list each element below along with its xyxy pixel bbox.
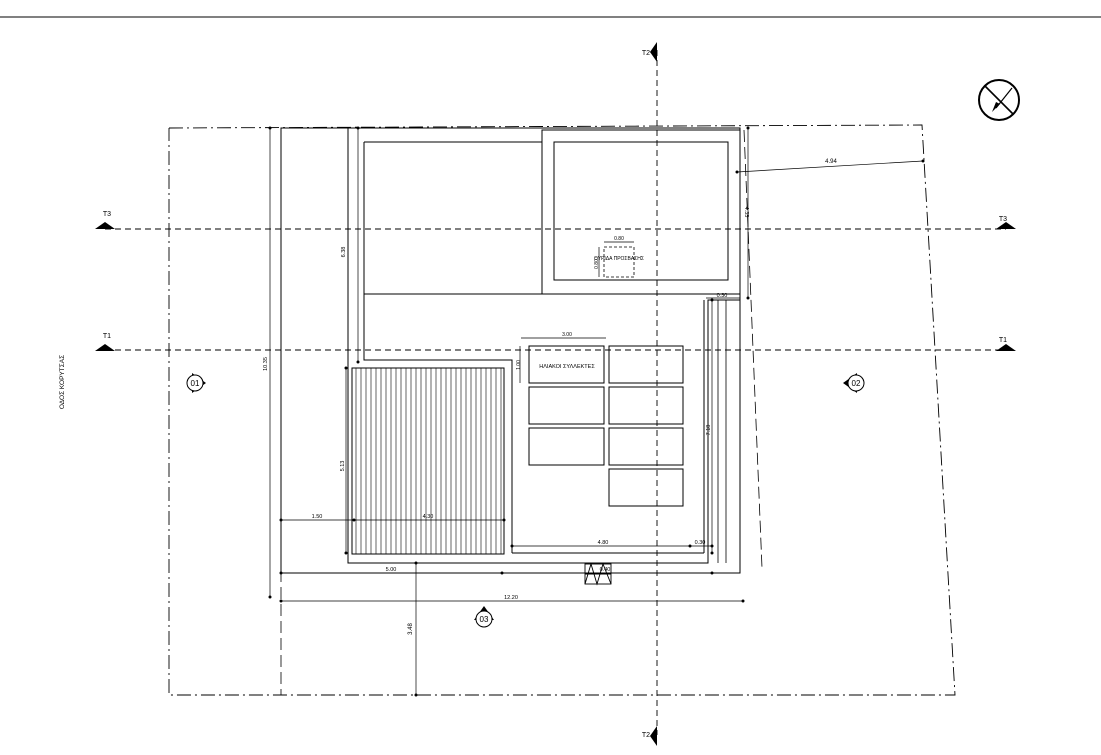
stair-symbol-icon	[584, 562, 612, 586]
access-hatch	[603, 246, 635, 278]
section-label-t1-right: T1	[999, 337, 1007, 344]
section-marker-t2-bottom	[650, 726, 657, 746]
elevation-marker-03: 03	[474, 606, 494, 628]
access-hatch-label: ΘΥΡΙΔΑ ΠΡΟΣΒΑΣΗΣ	[594, 256, 644, 262]
dimension-ticks	[268, 126, 925, 697]
solar-panels	[528, 345, 684, 507]
roof-raised-block-inner	[553, 141, 729, 281]
section-label-t1-left: T1	[103, 333, 111, 340]
solar-width-dim: 3.00	[562, 332, 572, 338]
section-label-t2-bottom: T2	[642, 732, 650, 739]
solar-height-dim: 1.00	[516, 360, 522, 370]
dim-12-20: 12.20	[504, 595, 518, 601]
hatch-width-dim: 0.80	[614, 236, 624, 242]
dim-6-38: 6.38	[341, 247, 347, 258]
elevation-marker-01: 01	[186, 373, 206, 393]
svg-text:01: 01	[191, 379, 200, 388]
roof-raised-block	[541, 129, 741, 295]
dim-5-00: 5.00	[386, 567, 397, 573]
roof-upper-inner	[364, 141, 543, 295]
setback-line-right	[743, 129, 763, 569]
solar-panels-label: ΗΛΙΑΚΟΙ ΣΥΛΛΕΚΤΕΣ	[539, 364, 595, 370]
section-label-t2-top: T2	[642, 50, 650, 57]
section-marker-t3-right	[996, 222, 1016, 229]
dim-4-80: 4.80	[598, 540, 609, 546]
pergola-hatching	[355, 368, 502, 554]
section-marker-t2-top	[650, 42, 657, 62]
dim-4-94: 4.94	[825, 159, 837, 165]
dimension-lines	[269, 128, 924, 695]
dim-4-35: 4.35	[743, 207, 749, 218]
dim-3-48: 3.48	[408, 623, 414, 635]
street-label: ΟΔΟΣ ΚΟΡΥΤΣΑΣ	[59, 355, 66, 409]
roof-left-inner	[363, 142, 513, 553]
dim-5-13: 5.13	[340, 461, 346, 472]
section-label-t3-right: T3	[999, 216, 1007, 223]
section-label-t3-left: T3	[103, 211, 111, 218]
svg-text:03: 03	[480, 615, 489, 624]
dim-10-35: 10.35	[263, 357, 269, 371]
svg-text:02: 02	[852, 379, 861, 388]
north-arrow-icon	[978, 79, 1020, 121]
dim-4-30: 4.30	[423, 514, 434, 520]
section-marker-t1-left	[95, 344, 115, 351]
pergola-hatched-area	[351, 367, 505, 555]
dim-7-18: 7.18	[706, 425, 712, 436]
dim-0-30-top: 0.30	[717, 293, 728, 299]
elevation-marker-02: 02	[843, 373, 865, 393]
section-marker-t1-right	[996, 344, 1016, 351]
property-boundary	[168, 124, 956, 696]
hatch-height-dim: 0.80	[594, 259, 600, 269]
section-marker-t3-left	[95, 222, 115, 229]
dim-1-50: 1.50	[312, 514, 323, 520]
dim-0-30-bottom: 0.30	[695, 540, 706, 546]
